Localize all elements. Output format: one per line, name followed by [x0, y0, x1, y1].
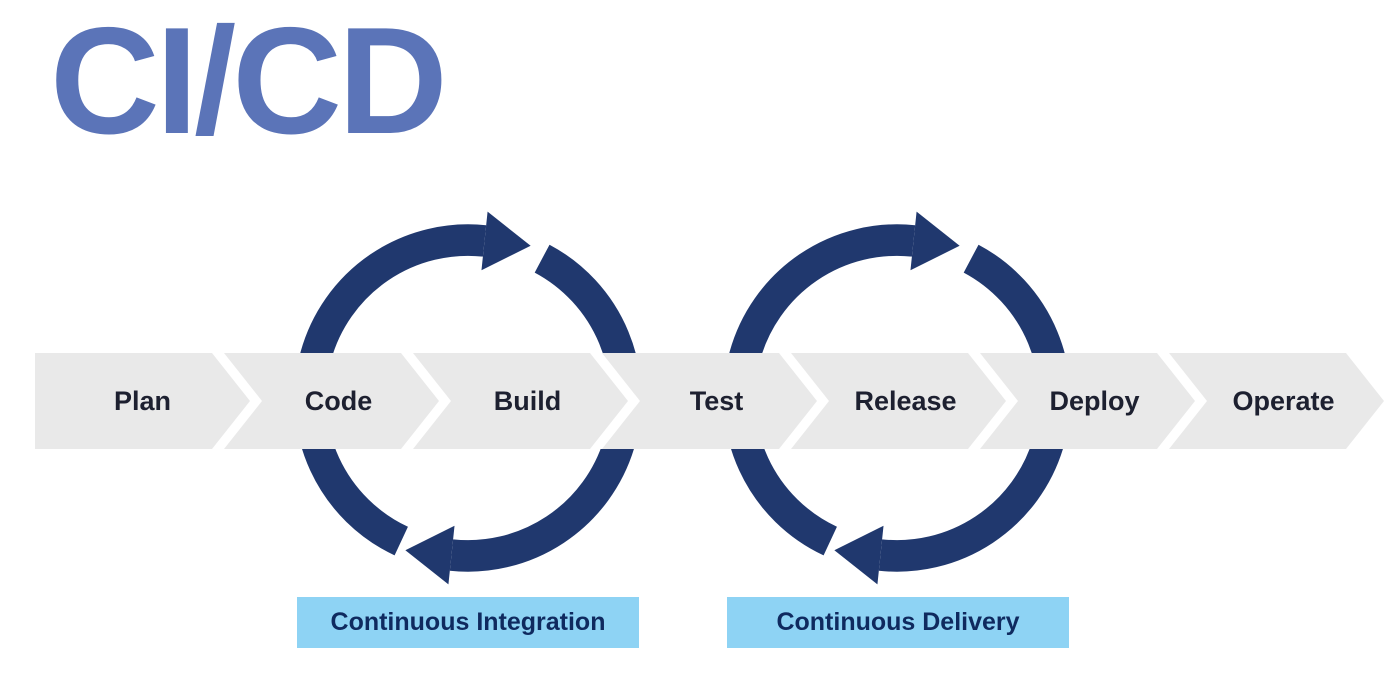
continuous-delivery-label: Continuous Delivery [727, 597, 1069, 648]
stage-operate: Operate [1169, 353, 1384, 449]
stage-label: Code [304, 385, 373, 416]
stage-label: Test [689, 385, 744, 416]
pipeline-band: Plan Code Build Test Release Deploy Operate [35, 353, 1384, 449]
cd-arrowhead-top [910, 211, 960, 271]
stage-release: Release [791, 353, 1006, 449]
stage-label: Deploy [1049, 385, 1140, 416]
stage-label: Release [854, 385, 957, 416]
ci-arrowhead-top [481, 211, 531, 271]
page-title: CI/CD [50, 0, 448, 166]
stage-label: Build [493, 385, 562, 416]
stage-test: Test [602, 353, 817, 449]
stage-code: Code [224, 353, 439, 449]
ci-arrowhead-bottom [405, 525, 455, 585]
continuous-integration-label: Continuous Integration [297, 597, 639, 648]
stage-plan: Plan [35, 353, 250, 449]
stage-label: Plan [113, 385, 172, 416]
cd-arrowhead-bottom [834, 525, 884, 585]
stage-deploy: Deploy [980, 353, 1195, 449]
stage-build: Build [413, 353, 628, 449]
stage-label: Operate [1232, 385, 1335, 416]
